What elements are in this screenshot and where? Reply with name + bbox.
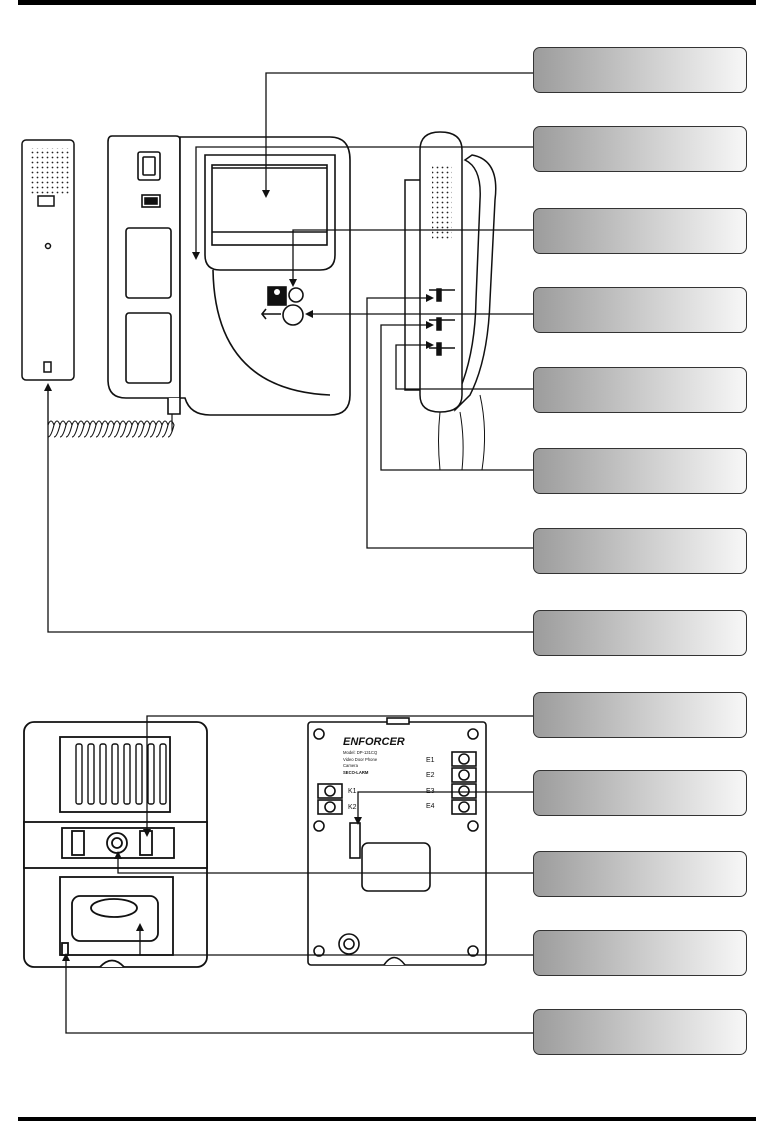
leader-lines — [47, 72, 533, 1034]
maker-label: SECO-LARM — [343, 770, 369, 775]
callout-box-10 — [533, 770, 747, 816]
callout-box-2 — [533, 126, 747, 172]
monitor-side-view — [404, 131, 497, 471]
door-mic-icon — [61, 942, 69, 956]
grille-slot — [123, 743, 131, 805]
grille-slot — [87, 743, 95, 805]
callout-box-8 — [533, 610, 747, 656]
monitor-call-icon — [267, 286, 287, 306]
speaker-grille-icon — [30, 148, 70, 196]
bottom-rule — [18, 1117, 756, 1121]
grille-slot — [99, 743, 107, 805]
callout-box-4 — [533, 287, 747, 333]
monitor-back-panel — [307, 717, 487, 966]
product-label: Video Door Phone — [343, 757, 378, 762]
callout-box-5 — [533, 367, 747, 413]
callout-box-9 — [533, 692, 747, 738]
callout-box-12 — [533, 930, 747, 976]
door-camera-front — [23, 721, 208, 968]
grille-slot — [147, 743, 155, 805]
top-rule — [18, 0, 756, 5]
terminal-k2: K2 — [348, 804, 357, 811]
grille-slot — [159, 743, 167, 805]
callout-box-3 — [533, 208, 747, 254]
terminal-e4: E4 — [426, 803, 435, 810]
terminal-e1: E1 — [426, 757, 435, 764]
terminal-e2: E2 — [426, 772, 435, 779]
handset — [21, 139, 75, 381]
grille-slot — [135, 743, 143, 805]
callout-box-11 — [533, 851, 747, 897]
grille-slot — [75, 743, 83, 805]
terminal-k1: K1 — [348, 788, 357, 795]
callout-box-1 — [533, 47, 747, 93]
door-release-button — [282, 304, 304, 326]
key-icon — [260, 308, 281, 320]
monitor-button — [288, 287, 304, 303]
handset-mic-icon — [43, 361, 52, 373]
callout-box-7 — [533, 528, 747, 574]
grille-slot — [111, 743, 119, 805]
callout-box-6 — [533, 448, 747, 494]
handset-screw-icon — [44, 242, 52, 250]
brand-label: ENFORCER — [343, 736, 405, 748]
monitor-unit — [107, 135, 351, 416]
model-label: Model: DP-131CQ — [343, 750, 378, 755]
product-label-2: Camera — [343, 763, 359, 768]
arrowheads — [44, 190, 434, 961]
callout-box-13 — [533, 1009, 747, 1055]
screw-icon — [313, 728, 325, 740]
